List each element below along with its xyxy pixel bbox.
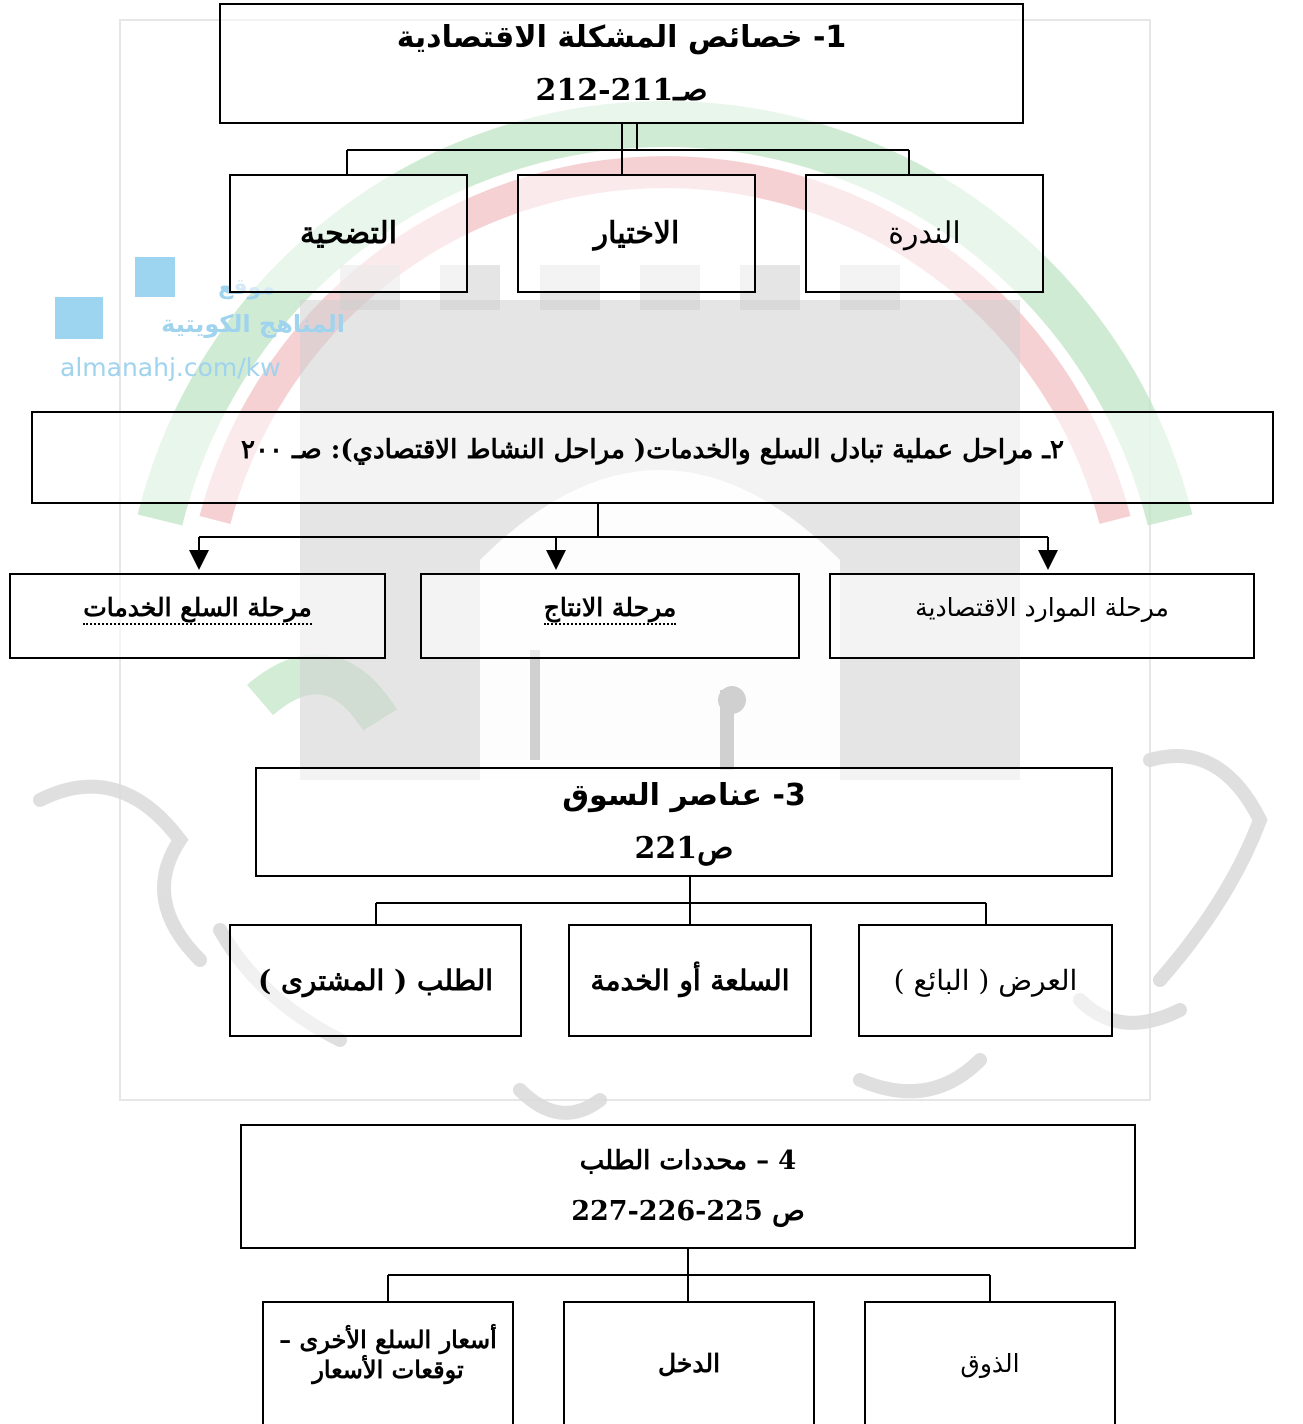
- section4-title-box: 4 – محددات الطلب ص 225-226-227: [240, 1124, 1136, 1249]
- section3-pages: ص221: [634, 831, 734, 866]
- watermark-text-line2: المناهج الكويتية: [161, 310, 345, 338]
- section2-child-resources-stage: مرحلة الموارد الاقتصادية: [829, 573, 1255, 659]
- section4-title: 4 – محددات الطلب: [579, 1146, 797, 1176]
- section3-title: 3- عناصر السوق: [562, 778, 806, 813]
- child-label: مرحلة السلع الخدمات: [83, 593, 312, 625]
- section4-child-other-prices-expectations: أسعار السلع الأخرى – توقعات الأسعار: [262, 1301, 514, 1424]
- section1-pages: صـ211-212: [535, 72, 708, 108]
- section1-child-choice: الاختيار: [517, 174, 756, 293]
- section1-child-scarcity: الندرة: [805, 174, 1044, 293]
- section2-child-goods-services-stage: مرحلة السلع الخدمات: [9, 573, 386, 659]
- watermark-logo-square-icon: [135, 257, 175, 297]
- section2-child-production-stage: مرحلة الانتاج: [420, 573, 800, 659]
- child-label: الندرة: [888, 216, 961, 251]
- child-label: مرحلة الموارد الاقتصادية: [915, 593, 1169, 622]
- child-label: الطلب ( المشترى ): [257, 964, 494, 997]
- section3-child-good-or-service: السلعة أو الخدمة: [568, 924, 812, 1037]
- child-label: أسعار السلع الأخرى – توقعات الأسعار: [279, 1325, 497, 1384]
- child-label: التضحية: [299, 216, 398, 251]
- section2-title-box: ٢ـ مراحل عملية تبادل السلع والخدمات( مرا…: [31, 411, 1274, 504]
- section3-child-supply-seller: العرض ( البائع ): [858, 924, 1113, 1037]
- watermark-url: almanahj.com/kw: [60, 353, 281, 382]
- watermark-logo-square-icon: [55, 297, 103, 339]
- section4-child-income: الدخل: [563, 1301, 815, 1424]
- section2-title: ٢ـ مراحل عملية تبادل السلع والخدمات( مرا…: [241, 435, 1064, 465]
- child-label: العرض ( البائع ): [893, 964, 1078, 997]
- section4-child-taste: الذوق: [864, 1301, 1116, 1424]
- section1-child-sacrifice: التضحية: [229, 174, 468, 293]
- section4-pages: ص 225-226-227: [571, 1196, 805, 1227]
- child-label: الدخل: [657, 1349, 721, 1378]
- child-label: مرحلة الانتاج: [543, 593, 677, 625]
- child-label: الذوق: [960, 1349, 1020, 1378]
- child-label: الاختيار: [593, 216, 680, 251]
- section1-title-box: 1- خصائص المشكلة الاقتصادية صـ211-212: [219, 3, 1024, 124]
- child-label: السلعة أو الخدمة: [590, 964, 790, 997]
- section1-title: 1- خصائص المشكلة الاقتصادية: [396, 19, 847, 55]
- section3-child-demand-buyer: الطلب ( المشترى ): [229, 924, 522, 1037]
- section3-title-box: 3- عناصر السوق ص221: [255, 767, 1113, 877]
